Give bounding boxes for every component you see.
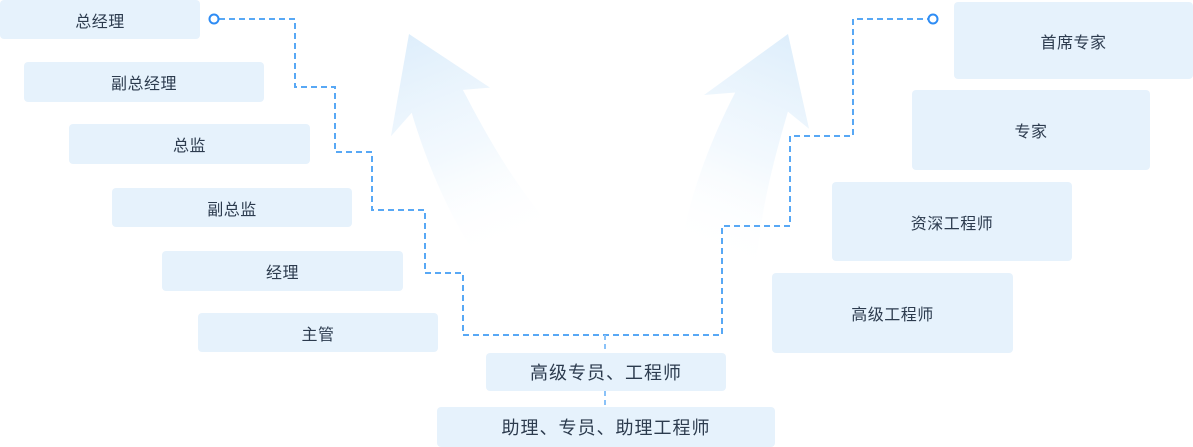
expert-level-advanced-engineer: 高级工程师 <box>772 273 1013 353</box>
expert-level-expert: 专家 <box>912 90 1150 170</box>
management-level-general-manager: 总经理 <box>0 0 200 39</box>
shared-level-assistant-specialist: 助理、专员、助理工程师 <box>437 407 775 447</box>
management-level-deputy-director: 副总监 <box>112 188 352 227</box>
endpoint-marker-right-icon <box>927 13 939 25</box>
expert-level-chief-expert: 首席专家 <box>954 2 1193 79</box>
management-level-supervisor: 主管 <box>198 313 438 352</box>
up-arrow-left-icon <box>390 34 549 261</box>
up-arrow-right-icon <box>681 34 810 268</box>
endpoint-marker-left-icon <box>208 13 220 25</box>
management-level-manager: 经理 <box>162 251 403 291</box>
expert-level-senior-engineer: 资深工程师 <box>832 182 1072 261</box>
management-level-deputy-gm: 副总经理 <box>24 62 264 102</box>
shared-level-senior-specialist-engineer: 高级专员、工程师 <box>486 353 726 391</box>
management-level-director: 总监 <box>69 124 310 164</box>
